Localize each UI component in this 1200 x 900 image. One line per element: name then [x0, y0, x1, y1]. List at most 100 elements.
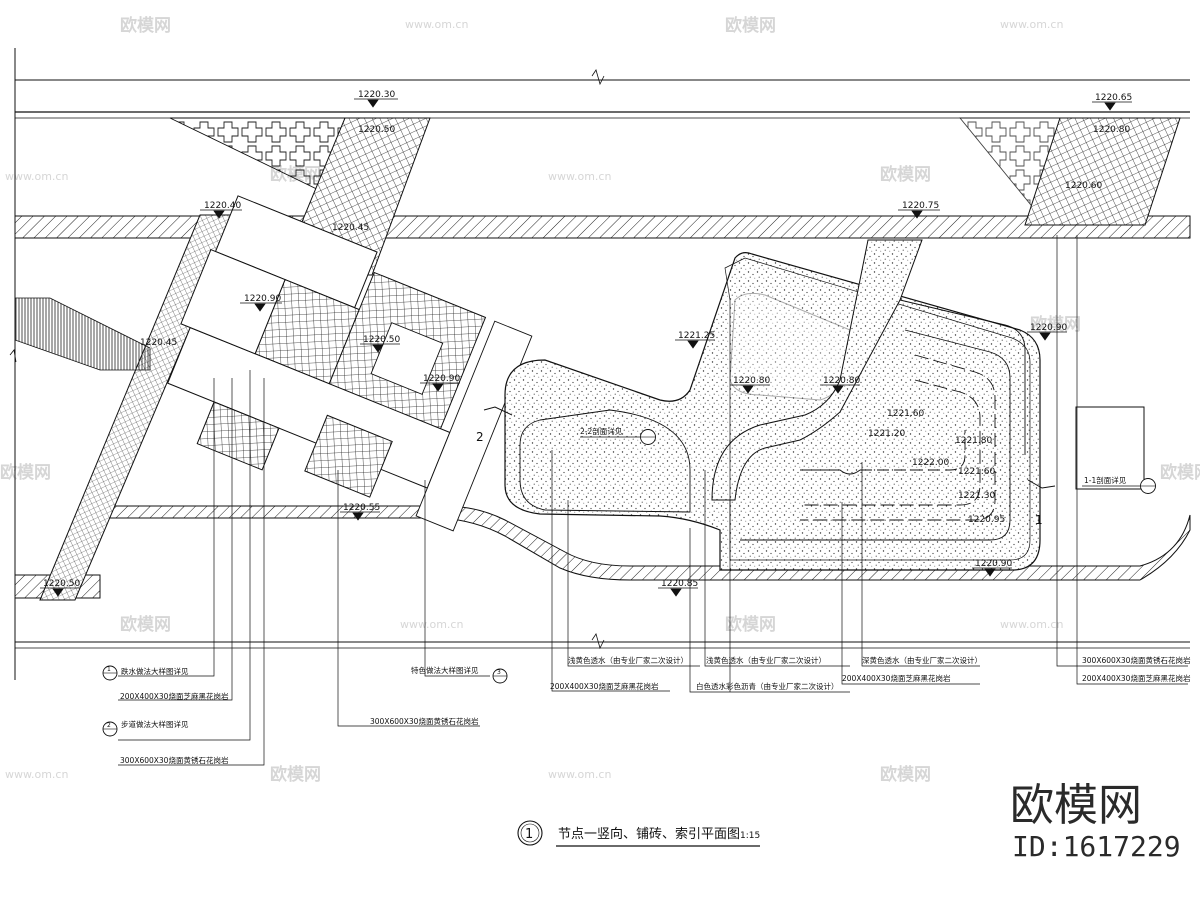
svg-text:www.om.cn: www.om.cn: [1000, 18, 1063, 31]
note-index-1: 1 跌水做法大样图详见: [102, 665, 189, 681]
section-mark-left: 2: [476, 406, 513, 444]
svg-text:200X400X30烧面芝麻黑花岗岩: 200X400X30烧面芝麻黑花岗岩: [550, 681, 659, 691]
svg-text:2: 2: [107, 722, 111, 729]
svg-text:2: 2: [476, 430, 484, 444]
note-index-2: 2 步道做法大样图详见: [102, 719, 189, 737]
elevation-marker: 1220.95: [968, 515, 1005, 525]
svg-text:欧模网: 欧模网: [1030, 314, 1081, 335]
svg-text:1220.90: 1220.90: [1030, 323, 1067, 333]
svg-text:1220.50: 1220.50: [358, 125, 395, 135]
svg-text:200X400X30烧面芝麻黑花岗岩: 200X400X30烧面芝麻黑花岗岩: [120, 691, 229, 701]
svg-text:欧模网: 欧模网: [270, 764, 321, 785]
granite-paving-cluster: [167, 195, 533, 532]
feature-box-right: [1075, 406, 1145, 490]
detail-callout-2-2: 2-2剖面详见: [580, 426, 656, 445]
drawing-title: 1 节点一竖向、铺砖、索引平面图 1:15: [517, 820, 760, 847]
elevation-marker: 1222.00: [912, 458, 949, 468]
svg-text:跌水做法大样图详见: 跌水做法大样图详见: [121, 666, 189, 676]
elevation-marker: 1220.50: [360, 335, 400, 353]
svg-text:1221.80: 1221.80: [955, 436, 992, 446]
svg-text:特色做法大样图详见: 特色做法大样图详见: [411, 665, 479, 675]
elevation-marker: 1220.50: [358, 125, 395, 135]
permeable-asphalt-feature: [504, 239, 1041, 571]
granite-paving-right: [1024, 117, 1181, 226]
elevation-marker: 1220.90: [972, 559, 1012, 577]
svg-text:1: 1: [107, 666, 111, 673]
note-index-3: 3 特色做法大样图详见: [411, 665, 508, 684]
svg-text:1220.90: 1220.90: [423, 374, 460, 384]
elevation-marker: 1220.75: [898, 201, 940, 219]
material-notes: 1 跌水做法大样图详见 200X400X30烧面芝麻黑花岗岩 2 步道做法大样图详见…: [102, 655, 1191, 765]
leader-lines: [118, 235, 1188, 766]
elevation-marker: 1221.60: [887, 409, 924, 419]
detail-callout-1-1: 1-1剖面详见: [1082, 475, 1156, 494]
svg-text:1220.90: 1220.90: [244, 294, 281, 304]
svg-text:1221.30: 1221.30: [958, 491, 995, 501]
elevation-marker: 1220.45: [140, 338, 177, 348]
elevation-marker: 1220.60: [1065, 181, 1102, 191]
svg-text:1220.55: 1220.55: [343, 503, 380, 513]
elevation-marker: 1220.50: [40, 579, 80, 597]
elevation-marker: 1220.45: [332, 223, 369, 233]
svg-text:1-1剖面详见: 1-1剖面详见: [1084, 475, 1127, 485]
elevation-marker: 1221.60: [958, 467, 995, 477]
svg-text:1220.90: 1220.90: [975, 559, 1012, 569]
svg-text:1221.60: 1221.60: [958, 467, 995, 477]
elevation-marker: 1220.80: [1093, 125, 1130, 135]
svg-text:1220.45: 1220.45: [140, 338, 177, 348]
elevation-marker: 1220.30: [354, 90, 398, 108]
svg-text:浅黄色透水（由专业厂家二次设计）: 浅黄色透水（由专业厂家二次设计）: [568, 655, 688, 665]
svg-text:浅黄色透水（由专业厂家二次设计）: 浅黄色透水（由专业厂家二次设计）: [706, 655, 826, 665]
elevation-marker: 1220.85: [658, 579, 698, 597]
svg-text:www.om.cn: www.om.cn: [5, 170, 68, 183]
svg-text:欧模网: 欧模网: [0, 462, 51, 483]
svg-text:1220.40: 1220.40: [204, 201, 241, 211]
svg-text:节点一竖向、铺砖、索引平面图: 节点一竖向、铺砖、索引平面图: [558, 826, 740, 842]
svg-text:欧模网: 欧模网: [880, 764, 931, 785]
svg-text:1220.75: 1220.75: [902, 201, 939, 211]
svg-text:步道做法大样图详见: 步道做法大样图详见: [121, 719, 189, 729]
svg-text:欧模网: 欧模网: [120, 15, 171, 36]
svg-text:1220.50: 1220.50: [363, 335, 400, 345]
elevation-marker: 1220.65: [1092, 93, 1132, 111]
svg-text:1220.85: 1220.85: [661, 579, 698, 589]
svg-text:200X400X30烧面芝麻黑花岗岩: 200X400X30烧面芝麻黑花岗岩: [842, 673, 951, 683]
elevation-marker: 1220.90: [420, 374, 460, 392]
svg-text:1221.60: 1221.60: [887, 409, 924, 419]
elevation-marker: 1220.80: [730, 376, 770, 394]
elevation-marker: 1220.90: [240, 294, 282, 312]
svg-text:1220.80: 1220.80: [823, 376, 860, 386]
svg-text:2-2剖面详见: 2-2剖面详见: [580, 426, 623, 436]
elevation-marker: 1220.40: [200, 201, 242, 219]
svg-text:300X600X30烧面黄锈石花岗岩: 300X600X30烧面黄锈石花岗岩: [1082, 655, 1191, 665]
svg-text:3: 3: [497, 669, 501, 676]
svg-text:www.om.cn: www.om.cn: [548, 768, 611, 781]
svg-text:欧模网: 欧模网: [1160, 462, 1200, 483]
elevation-marker: 1221.30: [958, 491, 995, 501]
svg-text:1220.95: 1220.95: [968, 515, 1005, 525]
walkway-band-top: [14, 215, 1191, 239]
svg-text:1221.20: 1221.20: [868, 429, 905, 439]
svg-text:欧模网: 欧模网: [725, 15, 776, 36]
svg-text:www.om.cn: www.om.cn: [1000, 618, 1063, 631]
svg-text:深黄色透水（由专业厂家二次设计）: 深黄色透水（由专业厂家二次设计）: [862, 655, 982, 665]
svg-text:欧模网: 欧模网: [880, 164, 931, 185]
svg-text:1220.30: 1220.30: [358, 90, 395, 100]
elevation-marker: 1221.20: [868, 429, 905, 439]
svg-text:1: 1: [1035, 513, 1043, 527]
svg-text:1220.50: 1220.50: [43, 579, 80, 589]
elevation-markers: 1220.30 1220.65 1220.40 1220.75 1220.50 …: [40, 90, 1132, 597]
svg-text:1220.65: 1220.65: [1095, 93, 1132, 103]
svg-text:1220.45: 1220.45: [332, 223, 369, 233]
elevation-marker: 1220.55: [340, 503, 380, 521]
svg-text:www.om.cn: www.om.cn: [548, 170, 611, 183]
svg-text:白色透水彩色沥青（由专业厂家二次设计）: 白色透水彩色沥青（由专业厂家二次设计）: [696, 681, 839, 691]
svg-text:1222.00: 1222.00: [912, 458, 949, 468]
svg-text:www.om.cn: www.om.cn: [405, 18, 468, 31]
elevation-marker: 1220.90: [1027, 323, 1067, 341]
svg-text:300X600X30烧面黄锈石花岗岩: 300X600X30烧面黄锈石花岗岩: [370, 716, 479, 726]
svg-text:www.om.cn: www.om.cn: [400, 618, 463, 631]
svg-text:www.om.cn: www.om.cn: [5, 768, 68, 781]
section-mark-right: 1: [1027, 479, 1056, 527]
